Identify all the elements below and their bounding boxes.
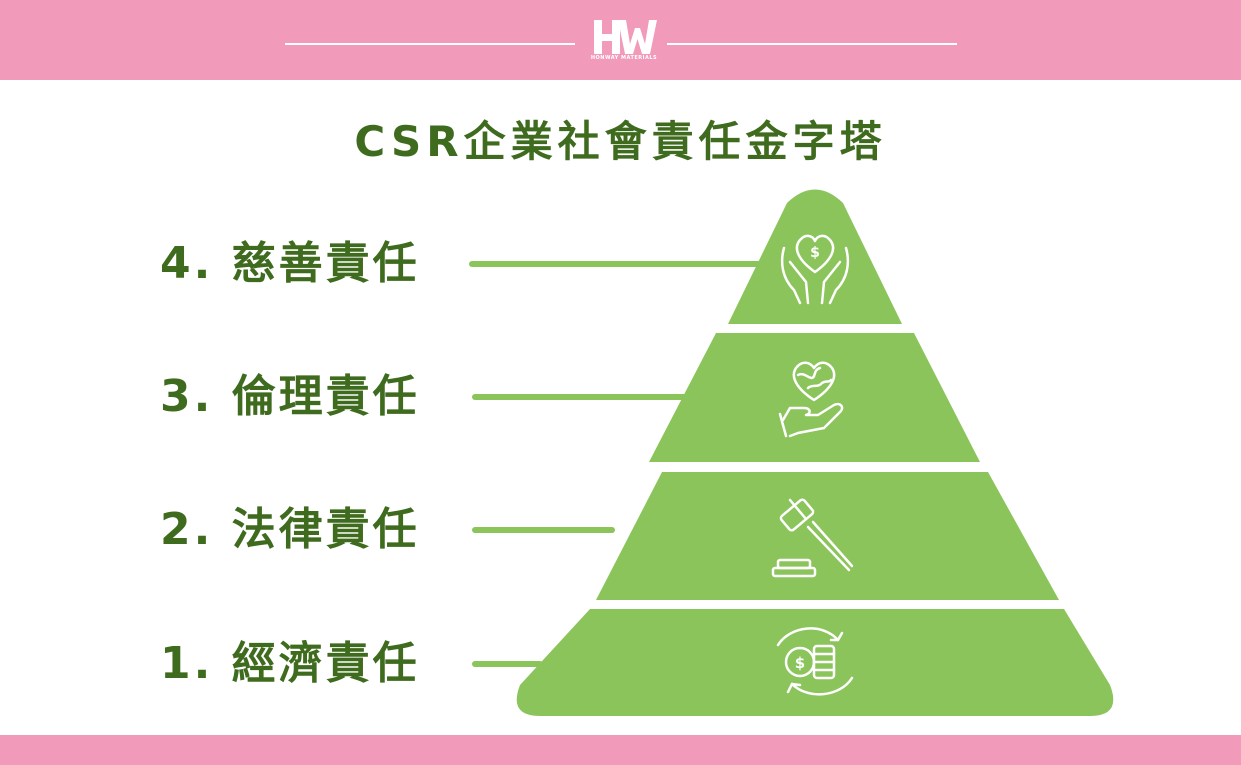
pyramid-tier-3 xyxy=(649,333,980,462)
money-cycle-icon: $ xyxy=(776,627,854,696)
globe-heart-hand-icon xyxy=(778,361,844,438)
gavel-icon xyxy=(771,498,854,578)
header-divider-right xyxy=(667,43,957,45)
pyramid-tier-4 xyxy=(728,189,902,324)
svg-text:$: $ xyxy=(795,654,805,672)
pyramid-tier-2 xyxy=(596,472,1059,600)
brand-logo xyxy=(594,20,657,54)
level-label-1: 1. 經濟責任 xyxy=(160,638,420,689)
brand-logo-caption: HONWAY MATERIALS xyxy=(590,55,658,61)
svg-text:$: $ xyxy=(810,245,820,261)
level-label-2: 2. 法律責任 xyxy=(160,504,420,555)
level-label-3: 3. 倫理責任 xyxy=(160,371,420,422)
page-title: CSR企業社會責任金字塔 xyxy=(354,117,887,166)
level-label-4: 4. 慈善責任 xyxy=(160,238,420,289)
heart-dollar-hands-icon: $ xyxy=(780,234,850,305)
header-divider-left xyxy=(285,43,575,45)
header-band: HONWAY MATERIALS xyxy=(0,0,1241,80)
footer-band xyxy=(0,735,1241,765)
